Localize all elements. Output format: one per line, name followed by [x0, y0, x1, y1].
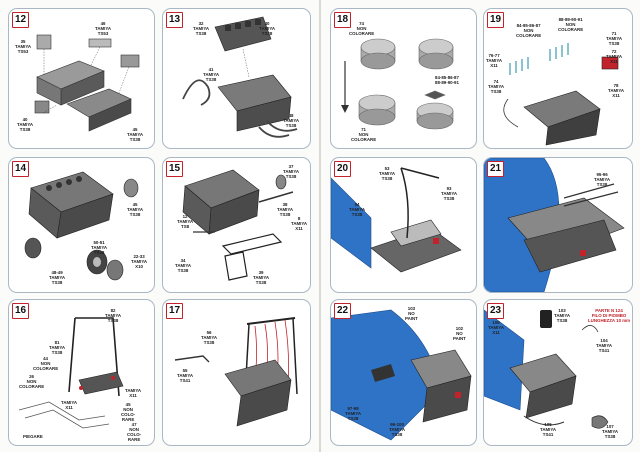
callout-label: 84-85-86-87 88-89-90-91: [435, 75, 459, 85]
step-19-drawing: [503, 43, 619, 146]
callout-label: 99-100 TAMIYA TS38: [389, 422, 406, 437]
step-number: 22: [334, 303, 351, 319]
callout-label: 45 TAMIYA TS38: [127, 127, 144, 142]
step-14-drawing: [24, 171, 139, 281]
callout-label: 84-85-86-87 NON COLORARE: [516, 23, 542, 38]
step-number: 18: [334, 12, 351, 28]
step-15-panel: 15 37 TAMIYA TS38 38 TAMIYA TS38 12 TAMI…: [162, 157, 311, 293]
step-number: 15: [166, 161, 183, 177]
callout-label: 97-98 TAMIYA TS38: [345, 406, 362, 421]
step-number: 21: [487, 161, 504, 177]
callout-label: 34 TAMIYA TS38: [175, 258, 192, 273]
callout-label: 40 TAMIYA TS38: [17, 117, 34, 132]
callout-label: 45 NON COLO- RARE: [121, 402, 136, 422]
callout-label: 53 TAMIYA TS38: [379, 166, 396, 181]
step-12-panel: 12 35 TAMIYA TS53 46 TAMIYA TS53 40 TAMI…: [8, 8, 155, 149]
step-number: 20: [334, 161, 351, 177]
callout-label: 74 NON COLORARE: [349, 21, 375, 36]
callout-label: 44 NON COLORARE: [33, 356, 59, 371]
step-17-drawing: [174, 317, 298, 427]
step-16-drawing: [18, 317, 124, 429]
callout-label: 94 TAMIYA TS38: [349, 202, 366, 217]
callout-label: 78 TAMIYA X11: [608, 83, 625, 98]
step-number: 23: [487, 303, 504, 319]
callout-label: 105 TAMIYA TS41: [540, 422, 557, 437]
callout-label: 81 TAMIYA TS38: [49, 340, 66, 355]
step-13-drawing: [182, 16, 298, 138]
callout-label: 48-49 TAMIYA TS38: [49, 270, 66, 285]
step-18-panel: 18 74 NON COLORARE 84-85-86-87 88-89-90-…: [330, 8, 477, 149]
callout-label: 47 NON COLO- RARE: [127, 422, 142, 442]
step-23-drawing: [484, 309, 609, 429]
callout-label: 103 NO PAINT: [405, 306, 418, 321]
callout-label: 50-51 TAMIYA TS38: [91, 240, 108, 255]
callout-label: 88-89-90-91 NON COLORARE: [558, 17, 584, 32]
callout-label: 37 TAMIYA TS38: [283, 164, 300, 179]
page-gutter: [319, 0, 321, 452]
callout-label: 26 NON COLORARE: [19, 374, 45, 389]
callout-label: TAMIYA X11: [61, 400, 78, 410]
step-22-drawing: [331, 309, 472, 441]
lead-wire-note: PARTE N 124 FILO DI PIOMBO LUNGHEZZA 10 …: [588, 308, 631, 323]
step-16-panel: 16 82 TAMIYA TS38 81 TAMIYA TS38 44 NON …: [8, 299, 155, 446]
callout-label: 55 TAMIYA TS41: [177, 368, 194, 383]
step-20-panel: 20 53 TAMIYA TS38 94 TAMIYA TS38 93 TAMI…: [330, 157, 477, 293]
callout-label: 40 TAMIYA TS38: [259, 21, 276, 36]
callout-label: 32 TAMIYA TS38: [193, 21, 210, 36]
step-number: 19: [487, 12, 504, 28]
callout-label: 93 TAMIYA TS38: [441, 186, 458, 201]
callout-label: 71 NON COLORARE: [351, 127, 377, 142]
callout-label: 38 TAMIYA TS38: [277, 202, 294, 217]
step-number: 16: [12, 303, 29, 319]
callout-label: 22-33 TAMIYA X10: [131, 254, 148, 269]
callout-label: 8 TAMIYA X11: [291, 216, 308, 231]
step-14-panel: 14 45 TAMIYA TS38 50-51 TAMIYA TS38 48-4…: [8, 157, 155, 293]
callout-label: 45 TAMIYA TS38: [127, 202, 144, 217]
callout-label: 56 TAMIYA TS38: [201, 330, 218, 345]
callout-label: 72 TAMIYA X11: [606, 49, 623, 64]
callout-label: 102 NO PAINT: [453, 326, 466, 341]
callout-label: 41 TAMIYA TS38: [203, 67, 220, 82]
callout-label: 48 TAMIYA TS38: [283, 113, 300, 128]
callout-label: 46 TAMIYA TS53: [95, 21, 112, 36]
step-22-panel: 22 103 NO PAINT 102 NO PAINT 97-98 TAMIY…: [330, 299, 477, 446]
step-21-panel: 21 95-96 TAMIYA TS38: [483, 157, 633, 293]
step-17-panel: 17 56 TAMIYA TS38 55 TAMIYA TS41: [162, 299, 311, 446]
step-23-panel: 23 103 TAMIYA TS38 PARTE N 124 FILO DI P…: [483, 299, 633, 446]
callout-label: 39 TAMIYA TS38: [253, 270, 270, 285]
step-number: 12: [12, 12, 29, 28]
callout-label: 106 TAMIYA X11: [488, 320, 505, 335]
callout-label: 104 TAMIYA TS41: [596, 338, 613, 353]
callout-label: TAMIYA X11: [125, 388, 142, 398]
bend-instruction: PIEGARE: [23, 434, 43, 439]
step-15-drawing: [182, 169, 294, 281]
step-13-panel: 13 32 TAMIYA TS38 40 TAMIYA TS38 41 TAMI…: [162, 8, 311, 149]
callout-label: 82 TAMIYA TS38: [105, 308, 122, 323]
step-18-drawing: [341, 38, 454, 130]
callout-label: 103 TAMIYA TS38: [554, 308, 571, 323]
callout-label: 76-77 TAMIYA X11: [486, 53, 503, 68]
step-number: 14: [12, 161, 29, 177]
step-number: 13: [166, 12, 183, 28]
callout-label: 95-96 TAMIYA TS38: [594, 172, 611, 187]
callout-label: 71 TAMIYA TS38: [606, 31, 623, 46]
step-20-drawing: [331, 167, 462, 273]
callout-label: 12 TAMIYA TS8: [177, 214, 194, 229]
step-12-drawing: [34, 34, 140, 132]
step-19-panel: 19 84-85-86-87 NON COLORARE 88-89-90-91 …: [483, 8, 633, 149]
callout-label: 35 TAMIYA TS53: [15, 39, 32, 54]
step-number: 17: [166, 303, 183, 319]
step-21-drawing: [484, 158, 625, 292]
callout-label: 74 TAMIYA TS38: [488, 79, 505, 94]
callout-label: 107 TAMIYA TS38: [602, 424, 619, 439]
